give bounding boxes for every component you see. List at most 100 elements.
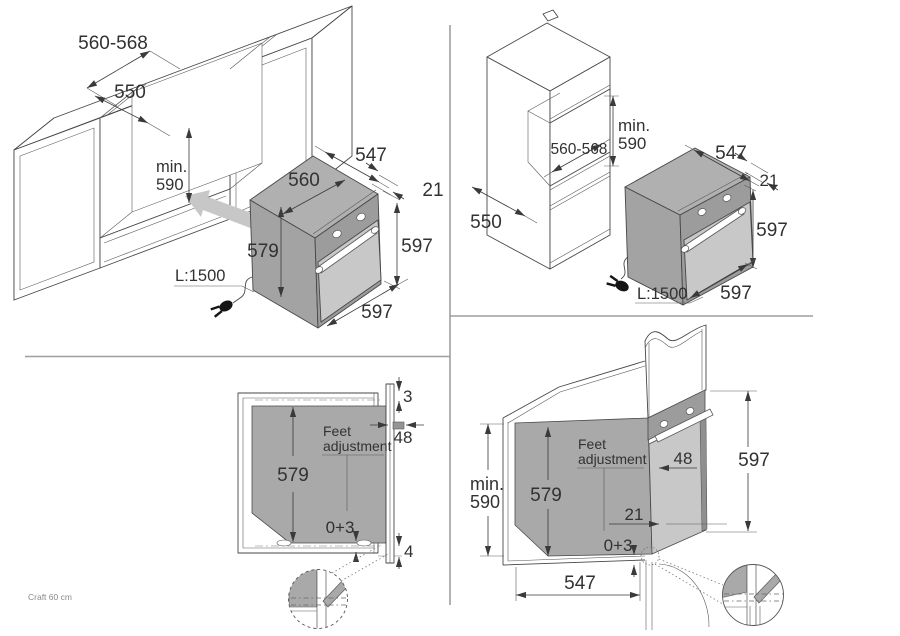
oven-knob-icon (659, 420, 669, 428)
dim-tl-front-width: 597 (326, 278, 409, 327)
dim-label: 547 (355, 145, 387, 166)
dim-bl-bottom-gap: 4 (395, 533, 413, 569)
feet-adjustment-note: Feet adjustment (322, 423, 392, 511)
oven-knob-icon (332, 229, 342, 239)
dim-tl-min-height: min. 590 (156, 128, 193, 203)
oven-isometric-tr (624, 147, 754, 306)
dim-label: 0+3 (326, 518, 355, 537)
oven-body-section (251, 405, 387, 544)
dim-tr-min-height: min. 590 (604, 95, 650, 167)
dim-label: 597 (361, 302, 393, 323)
tall-unit-outline (502, 360, 646, 566)
dim-label: 560 (288, 170, 320, 191)
panel-side-section-base: 3 48 Feet adjustment 0+3 579 4 (237, 377, 424, 629)
feet-adjustment-note: Feet adjustment (577, 436, 647, 531)
panel-side-section-tall: min. 590 579 Feet adjustment 0+3 48 21 (470, 324, 784, 630)
dim-bl-foot-range: 0+3 (326, 518, 360, 562)
handle-cap (370, 226, 380, 234)
oven-handle (654, 408, 714, 443)
handle-cap (737, 207, 747, 215)
dim-tl-oven-width: 560 (282, 170, 346, 215)
dim-br-front-height: 597 (706, 390, 770, 533)
dim-label: 550 (114, 82, 146, 103)
oven-front-perspective (647, 389, 714, 555)
oven-knob-icon (356, 212, 366, 222)
dim-tl-niche-depth: 550 (94, 82, 171, 137)
handle-cap (314, 266, 324, 274)
dim-label: 3 (403, 387, 412, 406)
note-line: adjustment (323, 438, 392, 454)
dim-tr-niche-depth: 550 (470, 186, 538, 233)
dim-br-min-height: min. 590 (470, 423, 504, 557)
dim-br-bracket: 48 (659, 449, 697, 472)
dim-label: 597 (401, 236, 433, 257)
oven-knob-icon (685, 407, 695, 415)
dim-tl-overhang: 21 (365, 162, 444, 201)
dim-label: 590 (156, 176, 184, 194)
power-plug-icon (606, 274, 629, 292)
dim-label: 579 (277, 465, 309, 486)
dim-label: min. (156, 158, 187, 176)
oven-foot (276, 539, 292, 547)
dim-tr-front-width: 597 (689, 258, 757, 304)
dim-br-body-height: 579 (530, 427, 562, 556)
dim-label: 21 (625, 505, 644, 524)
dim-label: 597 (756, 220, 788, 241)
dim-label: 597 (738, 450, 770, 471)
dim-label: 48 (674, 449, 693, 468)
dim-br-foot-range: 0+3 (604, 536, 638, 577)
adjustment-bracket (392, 421, 405, 430)
panel-base-cabinet-install: 560-568 550 min. 590 547 560 21 (13, 5, 444, 329)
dim-label: 560-568 (78, 33, 148, 54)
dim-label: 21 (760, 171, 779, 190)
dim-label: min. (618, 116, 650, 135)
dim-label: 579 (247, 241, 279, 262)
oven-foot (356, 539, 372, 547)
power-plug-icon (210, 300, 233, 318)
dim-tl-front-height: 597 (382, 190, 433, 290)
dim-label: 560-568 (551, 141, 608, 158)
note-line: Feet (323, 423, 351, 439)
doc-footer-label: Craft 60 cm (28, 592, 72, 602)
dim-label: min. (470, 474, 504, 494)
handle-cap (680, 245, 690, 253)
cable-label-tr: L:1500 (606, 256, 704, 304)
note-line: adjustment (578, 451, 647, 467)
dim-tr-niche-width: 560-568 (543, 138, 611, 178)
dim-label: 48 (394, 428, 413, 447)
oven-knob-icon (697, 208, 707, 216)
dim-label: 0+3 (604, 536, 633, 555)
dim-label: 579 (530, 485, 562, 506)
cable-length-label: L:1500 (175, 267, 225, 285)
note-line: Feet (578, 436, 606, 452)
dim-tl-body-height: 579 (247, 207, 285, 297)
dim-label: 597 (720, 283, 752, 304)
dim-label: 590 (618, 134, 646, 153)
tall-cabinet-drawing (486, 9, 611, 270)
dim-bl-top-gap: 3 (395, 377, 412, 413)
dim-tr-overhang: 21 (734, 152, 779, 191)
dim-label: 547 (715, 143, 747, 164)
dim-bl-bracket: 48 (370, 421, 424, 447)
detail-magnifier-circle (288, 544, 391, 629)
dim-label: 550 (470, 212, 502, 233)
cable-length-label: L:1500 (637, 285, 687, 303)
dim-label: 21 (422, 180, 443, 201)
insert-arrow-icon (185, 190, 257, 229)
oven-side-section (514, 417, 653, 557)
detail-magnifier-circle (640, 546, 784, 626)
oven-knob-icon (722, 194, 732, 202)
dim-bl-body-height: 579 (277, 407, 309, 542)
dim-tl-oven-depth: 547 (314, 145, 390, 189)
panel-dividers (25, 25, 813, 605)
door-column (644, 324, 707, 419)
door-front-strip (385, 383, 395, 564)
cable-label-tl: L:1500 (174, 267, 255, 318)
dim-br-oven-depth: 547 (515, 562, 641, 601)
panel-tall-cabinet-install: min. 590 560-568 550 5 (470, 9, 788, 306)
dim-br-door-thickness: 21 (609, 505, 727, 528)
dim-label: 547 (564, 573, 596, 594)
dim-label: 590 (470, 492, 500, 512)
